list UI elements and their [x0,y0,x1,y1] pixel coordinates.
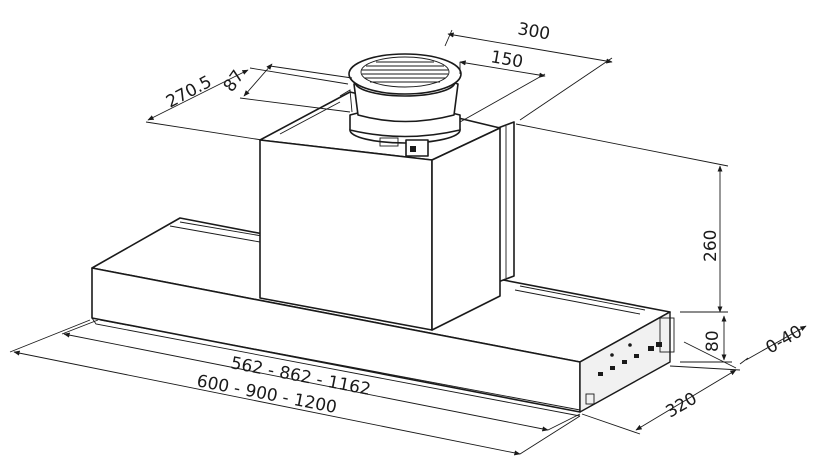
dim-label-80: 80 [703,330,723,352]
dim-label-320: 320 [663,389,701,423]
dim-label-87: 87 [220,67,249,96]
fan-motor [348,53,462,157]
dim-label-260: 260 [701,230,721,262]
dim-80: 80 [680,315,732,363]
control-panel [598,342,662,376]
dim-label-150: 150 [489,47,524,72]
dim-150: 150 [459,47,546,123]
mounting-bracket [497,121,515,283]
dim-300: 300 [444,19,613,121]
dim-label-270-5: 270.5 [163,72,215,113]
dim-260: 260 [515,123,729,313]
dim-label-0-40: 0-40 [763,322,806,359]
dim-label-300: 300 [516,19,551,44]
chimney-box [259,89,501,331]
